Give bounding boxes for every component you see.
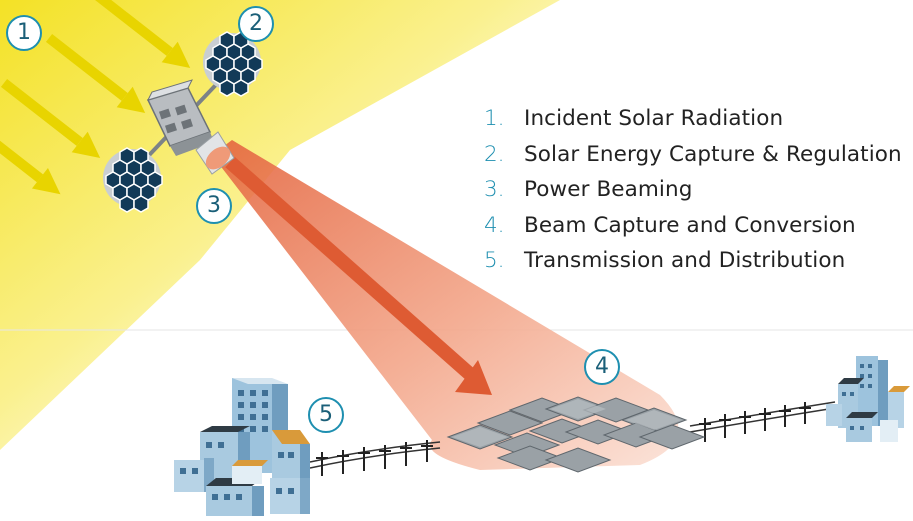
pylon-icon — [699, 402, 811, 442]
power-line-left — [309, 440, 441, 476]
legend-number: 4. — [484, 212, 505, 238]
solar-array-icon — [446, 396, 706, 473]
legend-label: Incident Solar Radiation — [524, 106, 784, 131]
legend-item: 3. Power Beaming — [484, 175, 902, 211]
arrow-icon — [0, 118, 61, 195]
pylon-icon — [316, 440, 433, 476]
arrow-icon — [45, 33, 146, 113]
solar-panel-upper — [203, 31, 263, 97]
sun-ray-arrows — [0, 0, 191, 195]
step-badge-power-beaming: 3 — [196, 188, 232, 224]
legend-item: 1. Incident Solar Radiation — [484, 104, 902, 140]
legend-number: 3. — [484, 177, 505, 202]
legend-item: 5. Transmission and Distribution — [484, 246, 902, 282]
legend-number: 1. — [484, 106, 505, 131]
legend-number: 5. — [484, 248, 505, 273]
building-icon — [826, 356, 910, 442]
satellite-icon — [103, 31, 263, 213]
legend-list: 1. Incident Solar Radiation 2. Solar Energ… — [484, 104, 902, 282]
legend-label: Solar Energy Capture & Regulation — [524, 141, 902, 167]
legend-label: Beam Capture and Conversion — [524, 212, 856, 238]
legend-item: 2. Solar Energy Capture & Regulation — [484, 140, 902, 176]
power-line-right — [689, 401, 836, 442]
sunlight-cone — [0, 0, 560, 450]
solar-panel-lower — [103, 147, 163, 213]
legend-item: 4. Beam Capture and Conversion — [484, 211, 902, 247]
legend-label: Transmission and Distribution — [524, 248, 846, 273]
building-icon — [174, 378, 310, 516]
step-badge-distribution: 5 — [308, 397, 344, 433]
beam-arrow-icon — [455, 360, 492, 395]
arrow-icon — [0, 78, 101, 158]
step-badge-incident-radiation: 1 — [6, 15, 42, 51]
legend-number: 2. — [484, 141, 505, 167]
transmitter-dish-icon — [195, 131, 235, 175]
step-badge-energy-capture: 2 — [238, 6, 274, 42]
step-badge-beam-capture: 4 — [584, 349, 620, 385]
legend-label: Power Beaming — [524, 177, 693, 202]
arrow-icon — [90, 0, 191, 68]
power-beam — [212, 140, 679, 470]
